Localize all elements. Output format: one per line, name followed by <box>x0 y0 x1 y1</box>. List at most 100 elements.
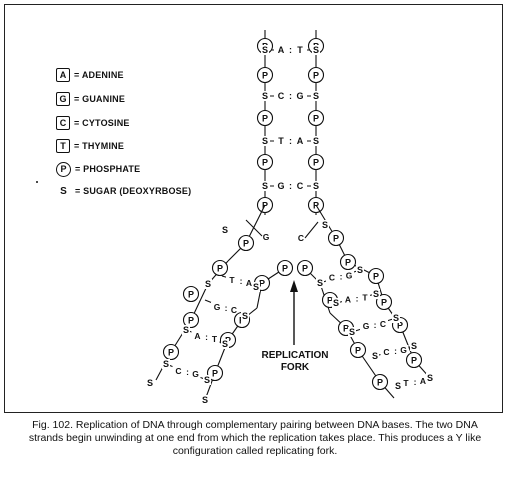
phosphate-circle <box>237 234 255 252</box>
phosphate-label: P <box>373 272 379 282</box>
sugar-label: S <box>147 378 153 388</box>
bond-dots: : <box>289 91 292 101</box>
base-label: T <box>362 293 368 303</box>
sugar-mask <box>261 181 269 191</box>
phosphate-circle <box>256 66 274 84</box>
phosphate-label: P <box>262 158 268 168</box>
sugar-symbol: S <box>60 185 67 197</box>
base-label: G <box>296 91 303 101</box>
sugar-mask <box>312 91 320 101</box>
base-label: C <box>329 273 335 283</box>
phosphate-circle <box>307 153 325 171</box>
phosphate-circle <box>206 364 224 382</box>
phosphate-label: P <box>397 321 403 331</box>
base-label: G <box>214 302 221 312</box>
base-mask <box>274 180 307 192</box>
sugar-mask <box>182 325 190 335</box>
phosphate-circle <box>307 66 325 84</box>
base-label: C <box>297 181 304 191</box>
bond-dots: : <box>205 332 208 342</box>
base-label: T <box>212 334 218 344</box>
phosphate-label: P <box>262 71 268 81</box>
sugar-mask <box>312 136 320 146</box>
sugar-label: S <box>205 279 211 289</box>
sugar-label: S <box>222 225 228 235</box>
base-label: C <box>383 347 389 357</box>
phosphate-circle <box>162 343 180 361</box>
base-mask <box>326 270 354 283</box>
sugar-mask <box>201 395 209 405</box>
phosphate-circle <box>349 341 367 359</box>
base-label: A <box>278 45 285 55</box>
legend-label: = SUGAR (DEOXYRBOSE) <box>75 186 192 196</box>
sugar-label: S <box>253 282 259 292</box>
phosphate-label: P <box>411 356 417 366</box>
sugar-label: S <box>262 136 268 146</box>
sugar-mask <box>371 351 379 361</box>
sugar-mask <box>261 136 269 146</box>
sugar-label: S <box>427 373 433 383</box>
base-mask <box>274 135 307 147</box>
sugar-mask <box>410 341 418 351</box>
base-mask <box>380 345 409 357</box>
free-base-label: C <box>298 233 304 243</box>
base-mask <box>226 275 254 287</box>
bond-dots: : <box>289 136 292 146</box>
sugar-mask <box>348 327 356 337</box>
sugar-label: S <box>373 289 379 299</box>
legend-label: = GUANINE <box>74 94 126 104</box>
sugar-mask <box>312 45 320 55</box>
fork-arrow-head <box>290 280 298 292</box>
base-mask <box>211 302 239 314</box>
sugar-label: S <box>242 311 248 321</box>
sugar-mask <box>162 359 170 369</box>
base-label: C <box>231 305 237 315</box>
phosphate-circle <box>405 351 423 369</box>
thymine-symbol: T <box>56 139 70 153</box>
base-label: G <box>192 369 199 379</box>
phosphate-label: P <box>333 234 339 244</box>
sugar-mask <box>321 220 329 230</box>
sugar-mask <box>312 181 320 191</box>
legend-label: = PHOSPHATE <box>75 164 141 174</box>
sugar-label: S <box>313 45 319 55</box>
phosphate-label: P <box>217 264 223 274</box>
base-mask <box>274 90 307 102</box>
figure-caption: Fig. 102. Replication of DNA through com… <box>28 419 482 457</box>
bond-dots: : <box>240 276 243 286</box>
bond-dots: : <box>374 320 377 330</box>
base-mask <box>172 366 201 378</box>
base-label: C <box>380 319 386 329</box>
phosphate-label: P <box>381 298 387 308</box>
phosphate-circle <box>339 253 357 271</box>
phosphate-label: P <box>313 114 319 124</box>
sugar-label: S <box>333 298 339 308</box>
phosphate-circle <box>367 267 385 285</box>
phosphate-circle <box>296 259 314 277</box>
legend-item-guanine: G = GUANINE <box>48 90 125 108</box>
base-label: T <box>278 136 284 146</box>
phosphate-label: P <box>282 264 288 274</box>
legend-label: = THYMINE <box>74 141 125 151</box>
free-base-label: G <box>263 232 270 242</box>
sugar-mask <box>316 278 324 288</box>
base-label: A <box>345 295 351 305</box>
phosphate-label: P <box>262 114 268 124</box>
bond-dots: : <box>289 181 292 191</box>
base-mask <box>342 292 370 305</box>
phosphate-label: P <box>188 290 194 300</box>
bond-dots: : <box>340 272 343 282</box>
fork-label-line1: REPLICATION <box>261 350 329 361</box>
sugar-mask <box>221 339 229 349</box>
sugar-label: S <box>317 278 323 288</box>
sugar-label: S <box>313 136 319 146</box>
phosphate-label: P <box>212 369 218 379</box>
sugar-mask <box>261 91 269 101</box>
phosphate-circle <box>256 109 274 127</box>
legend-item-cytosine: C = CYTOSINE <box>48 114 130 132</box>
base-label: T <box>297 45 303 55</box>
sugar-label: S <box>357 265 363 275</box>
phosphate-label: P <box>377 378 383 388</box>
sugar-mask <box>261 45 269 55</box>
phosphate-label: P <box>343 324 349 334</box>
